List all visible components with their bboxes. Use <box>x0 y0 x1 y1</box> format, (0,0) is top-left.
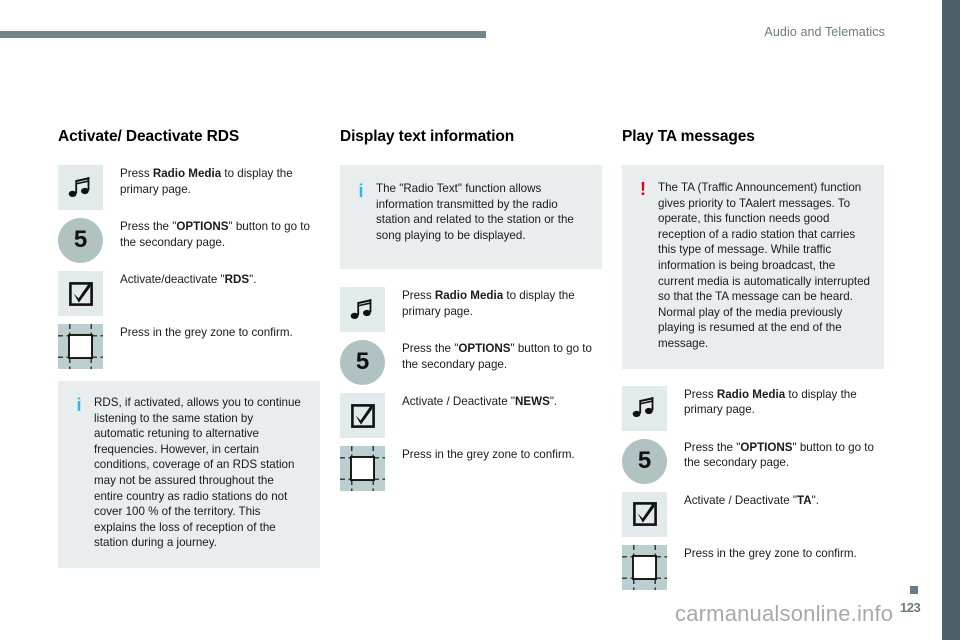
step-list: Press Radio Media to display the primary… <box>340 287 602 492</box>
info-icon: i <box>358 181 364 201</box>
page-title: Display text information <box>340 128 515 145</box>
step-text: Press Radio Media to display the primary… <box>402 289 575 318</box>
warning-note-ta: ! The TA (Traffic Announcement) function… <box>622 165 884 369</box>
info-note-rds: i RDS, if activated, allows you to conti… <box>58 381 320 568</box>
step-row: Press in the grey zone to confirm. <box>58 324 320 369</box>
step-list: Press Radio Media to display the primary… <box>58 165 320 369</box>
step-row: Press in the grey zone to confirm. <box>340 446 602 492</box>
step-row: Activate/deactivate "RDS". <box>58 271 320 316</box>
step-row: Press in the grey zone to confirm. <box>622 544 884 590</box>
step-text: Press the "OPTIONS" button to go to the … <box>402 342 592 371</box>
page-title: Play TA messages <box>622 128 755 145</box>
header-section-title: Audio and Telematics <box>764 25 885 39</box>
info-note-text: RDS, if activated, allows you to continu… <box>94 396 301 550</box>
step-text: Press the "OPTIONS" button to go to the … <box>684 440 874 470</box>
page-number: 123 <box>900 600 921 615</box>
column-activate-deactivate-rds: Activate/ Deactivate RDS Press Radio Med… <box>58 128 320 568</box>
step-text: Activate / Deactivate "TA". <box>684 493 819 507</box>
warning-icon: ! <box>640 179 646 199</box>
step-text: Press in the grey zone to confirm. <box>120 326 293 339</box>
grey-zone-icon <box>622 544 667 590</box>
checkbox-icon <box>58 271 103 316</box>
step-text: Press in the grey zone to confirm. <box>684 546 857 560</box>
grey-zone-icon <box>58 324 103 369</box>
grey-zone-icon <box>340 446 385 492</box>
warning-note-text: The TA (Traffic Announcement) function g… <box>658 181 871 350</box>
step-text: Press in the grey zone to confirm. <box>402 448 575 462</box>
step-text: Press Radio Media to display the primary… <box>120 167 293 196</box>
column-display-text-information: Display text information i The "Radio Te… <box>340 128 602 499</box>
checkbox-icon <box>340 393 385 439</box>
step-row: Press Radio Media to display the primary… <box>58 165 320 210</box>
number-circle-label: 5 <box>73 226 88 253</box>
page-title: Activate/ Deactivate RDS <box>58 128 240 145</box>
step-row: 5 Press the "OPTIONS" button to go to the… <box>622 438 884 484</box>
step-text: Press Radio Media to display the primary… <box>684 387 857 417</box>
music-note-icon <box>622 385 667 431</box>
header-rule <box>0 31 486 38</box>
step-text: Activate/deactivate "RDS". <box>120 273 257 286</box>
info-note-text: The "Radio Text" function allows informa… <box>376 182 574 242</box>
step-list: Press Radio Media to display the primary… <box>622 385 884 590</box>
number-circle-icon: 5 <box>622 438 667 484</box>
checkbox-icon <box>622 491 667 537</box>
number-circle-label: 5 <box>637 446 652 474</box>
step-row: Press Radio Media to display the primary… <box>340 287 602 333</box>
step-text: Press the "OPTIONS" button to go to the … <box>120 220 310 249</box>
step-row: Activate / Deactivate "NEWS". <box>340 393 602 439</box>
step-row: Press Radio Media to display the primary… <box>622 385 884 431</box>
column-play-ta-messages: Play TA messages ! The TA (Traffic Annou… <box>622 128 884 598</box>
number-circle-icon: 5 <box>58 218 103 263</box>
number-circle-label: 5 <box>355 348 370 376</box>
step-row: 5 Press the "OPTIONS" button to go to the… <box>58 218 320 263</box>
step-row: 5 Press the "OPTIONS" button to go to the… <box>340 340 602 386</box>
number-circle-icon: 5 <box>340 340 385 386</box>
info-icon: i <box>76 395 82 415</box>
step-row: Activate / Deactivate "TA". <box>622 491 884 537</box>
watermark: carmanualsonline.info <box>675 601 894 626</box>
info-note-radio-text: i The "Radio Text" function allows infor… <box>340 165 602 270</box>
footer-marker <box>910 586 918 594</box>
right-edge-bar <box>942 0 960 640</box>
music-note-icon <box>340 287 385 333</box>
step-text: Activate / Deactivate "NEWS". <box>402 395 558 409</box>
music-note-icon <box>58 165 103 210</box>
